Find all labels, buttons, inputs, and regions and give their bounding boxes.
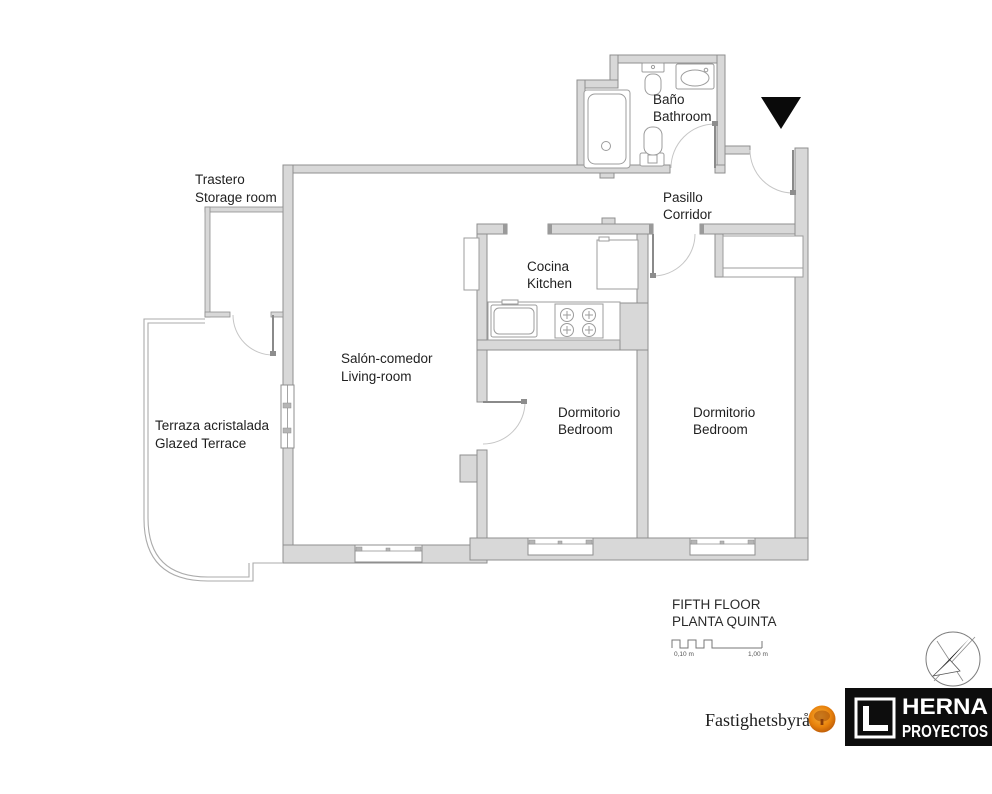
windows [280,384,756,563]
studio-logo: HERNA PROYECTOS [845,688,992,746]
bedroom2-window [689,537,756,556]
kitchen-label-en: Kitchen [527,276,572,291]
bathroom-sink-icon [675,63,715,90]
bedroom1-door [482,399,527,445]
bathroom-label-en: Bathroom [653,109,712,124]
bathroom-label-es: Baño [653,92,685,107]
living-window-south [354,544,423,563]
kitchen-label-es: Cocina [527,259,570,274]
floor-title: FIFTH FLOOR PLANTA QUINTA [672,597,777,629]
bedroom2-label-es: Dormitorio [693,405,755,420]
studio-name-line1: HERNA [902,694,988,719]
entrance-door [749,149,796,195]
living-label-en: Living-room [341,369,412,384]
bedroom1-window [527,537,594,556]
terrace-label-es: Terraza acristalada [155,418,270,433]
north-arrow-icon [925,631,981,687]
toilet-icon [639,126,665,167]
bathtub-icon [583,89,631,169]
scale-minor-label: 0,10 m [674,651,694,658]
scale-major-label: 1,00 m [748,651,768,658]
hob-icon [554,303,604,339]
kitchen-fixtures [463,236,639,341]
bedroom2-label-en: Bedroom [693,422,748,437]
room-labels: Trastero Storage room Baño Bathroom Pasi… [155,92,755,451]
doors [232,121,796,445]
fridge-icon [596,236,639,290]
studio-emblem-icon [854,697,896,739]
corridor-label-es: Pasillo [663,190,703,205]
floor-title-es: PLANTA QUINTA [672,614,777,629]
agency-logo: Fastighetsbyrån [705,705,836,733]
corridor-label-en: Corridor [663,207,712,222]
floor-title-en: FIFTH FLOOR [672,597,761,612]
entrance-arrow-icon [761,97,801,129]
agency-tree-icon [808,705,836,733]
scale-bar: 0,10 m 1,00 m [671,639,768,658]
studio-name-line2: PROYECTOS [902,721,988,741]
bedroom1-label-es: Dormitorio [558,405,620,420]
living-window-west [280,384,295,449]
bedroom2-closet [722,235,804,278]
bathroom-door [670,121,718,169]
bedroom1-label-en: Bedroom [558,422,613,437]
bathroom-fixtures [583,62,715,169]
agency-name: Fastighetsbyrån [705,710,819,730]
terrace-glazing [143,318,283,582]
living-cabinet [463,237,480,291]
storage-terrace-door [232,314,276,356]
kitchen-sink-icon [490,299,538,338]
storage-label-es: Trastero [195,172,245,187]
living-label-es: Salón-comedor [341,351,433,366]
storage-label-en: Storage room [195,190,277,205]
bedroom2-door [650,233,696,278]
bidet-icon [641,62,665,96]
terrace-label-en: Glazed Terrace [155,436,246,451]
